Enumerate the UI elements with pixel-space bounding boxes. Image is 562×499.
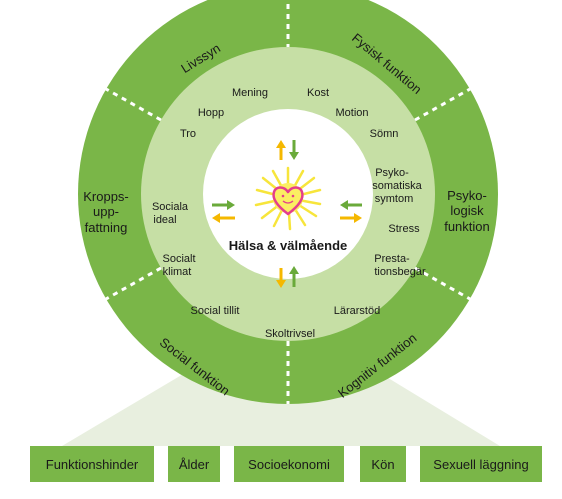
arrow-left-icon [340, 200, 362, 210]
item-skoltrivsel: Skoltrivsel [265, 328, 315, 340]
item-tro: Tro [180, 128, 196, 140]
arrow-left-icon [212, 213, 235, 223]
arrow-up-icon [276, 140, 286, 160]
sector-kroppsuppfattning-line1: Kropps- [83, 189, 129, 204]
item-prestationsbegar-line1: Presta- [374, 253, 410, 265]
arrow-up-icon [289, 266, 299, 287]
item-sociala-ideal-line2: ideal [153, 214, 176, 226]
arrow-bottom-pair [276, 266, 299, 288]
center-title: Hälsa & välmående [229, 238, 348, 253]
factor-box-sexuell-laggning: Sexuell läggning [420, 446, 542, 482]
sector-psykologisk-line1: Psyko- [447, 188, 487, 203]
factor-box-socioekonomi: Socioekonomi [234, 446, 344, 482]
item-lararstod: Lärarstöd [334, 305, 380, 317]
factor-label: Kön [371, 456, 395, 472]
factor-box-funktionshinder: Funktionshinder [30, 446, 154, 482]
arrow-right-icon [212, 200, 235, 210]
arrow-down-icon [276, 268, 286, 288]
item-motion: Motion [335, 107, 368, 119]
item-hopp: Hopp [198, 107, 224, 119]
item-socialt-klimat-line2: klimat [163, 266, 192, 278]
arrow-right-icon [340, 213, 362, 223]
item-psykosomatiska-line1: Psyko- [375, 167, 409, 179]
item-somn: Sömn [370, 128, 399, 140]
arrow-top-pair [276, 140, 299, 160]
item-psykosomatiska-line2: somatiska [372, 180, 422, 192]
sun-heart-icon [254, 166, 322, 231]
item-kost: Kost [307, 87, 329, 99]
factor-funnel [62, 370, 500, 446]
item-mening: Mening [232, 87, 268, 99]
sector-psykologisk-line3: funktion [444, 219, 490, 234]
item-psykosomatiska-line3: symtom [375, 193, 414, 205]
item-prestationsbegar-line2: tionsbegär [374, 266, 426, 278]
item-sociala-ideal-line1: Sociala [152, 201, 189, 213]
sector-kroppsuppfattning-line3: fattning [85, 220, 128, 235]
factor-label: Ålder [178, 456, 210, 472]
arrow-left-pair [212, 200, 235, 223]
factor-label: Sexuell läggning [433, 456, 529, 472]
arrow-right-pair [340, 200, 362, 223]
item-stress: Stress [388, 223, 420, 235]
sector-kroppsuppfattning-line2: upp- [93, 204, 119, 219]
factor-box-kon: Kön [360, 446, 406, 482]
arrow-down-icon [289, 140, 299, 160]
factor-label: Funktionshinder [45, 456, 139, 472]
sector-dividers [105, 0, 471, 404]
item-socialt-klimat-line1: Socialt [162, 253, 195, 265]
sector-psykologisk-line2: logisk [450, 203, 484, 218]
factor-label: Socioekonomi [248, 456, 330, 472]
item-social-tillit: Social tillit [191, 305, 240, 317]
factor-box-alder: Ålder [168, 446, 220, 482]
